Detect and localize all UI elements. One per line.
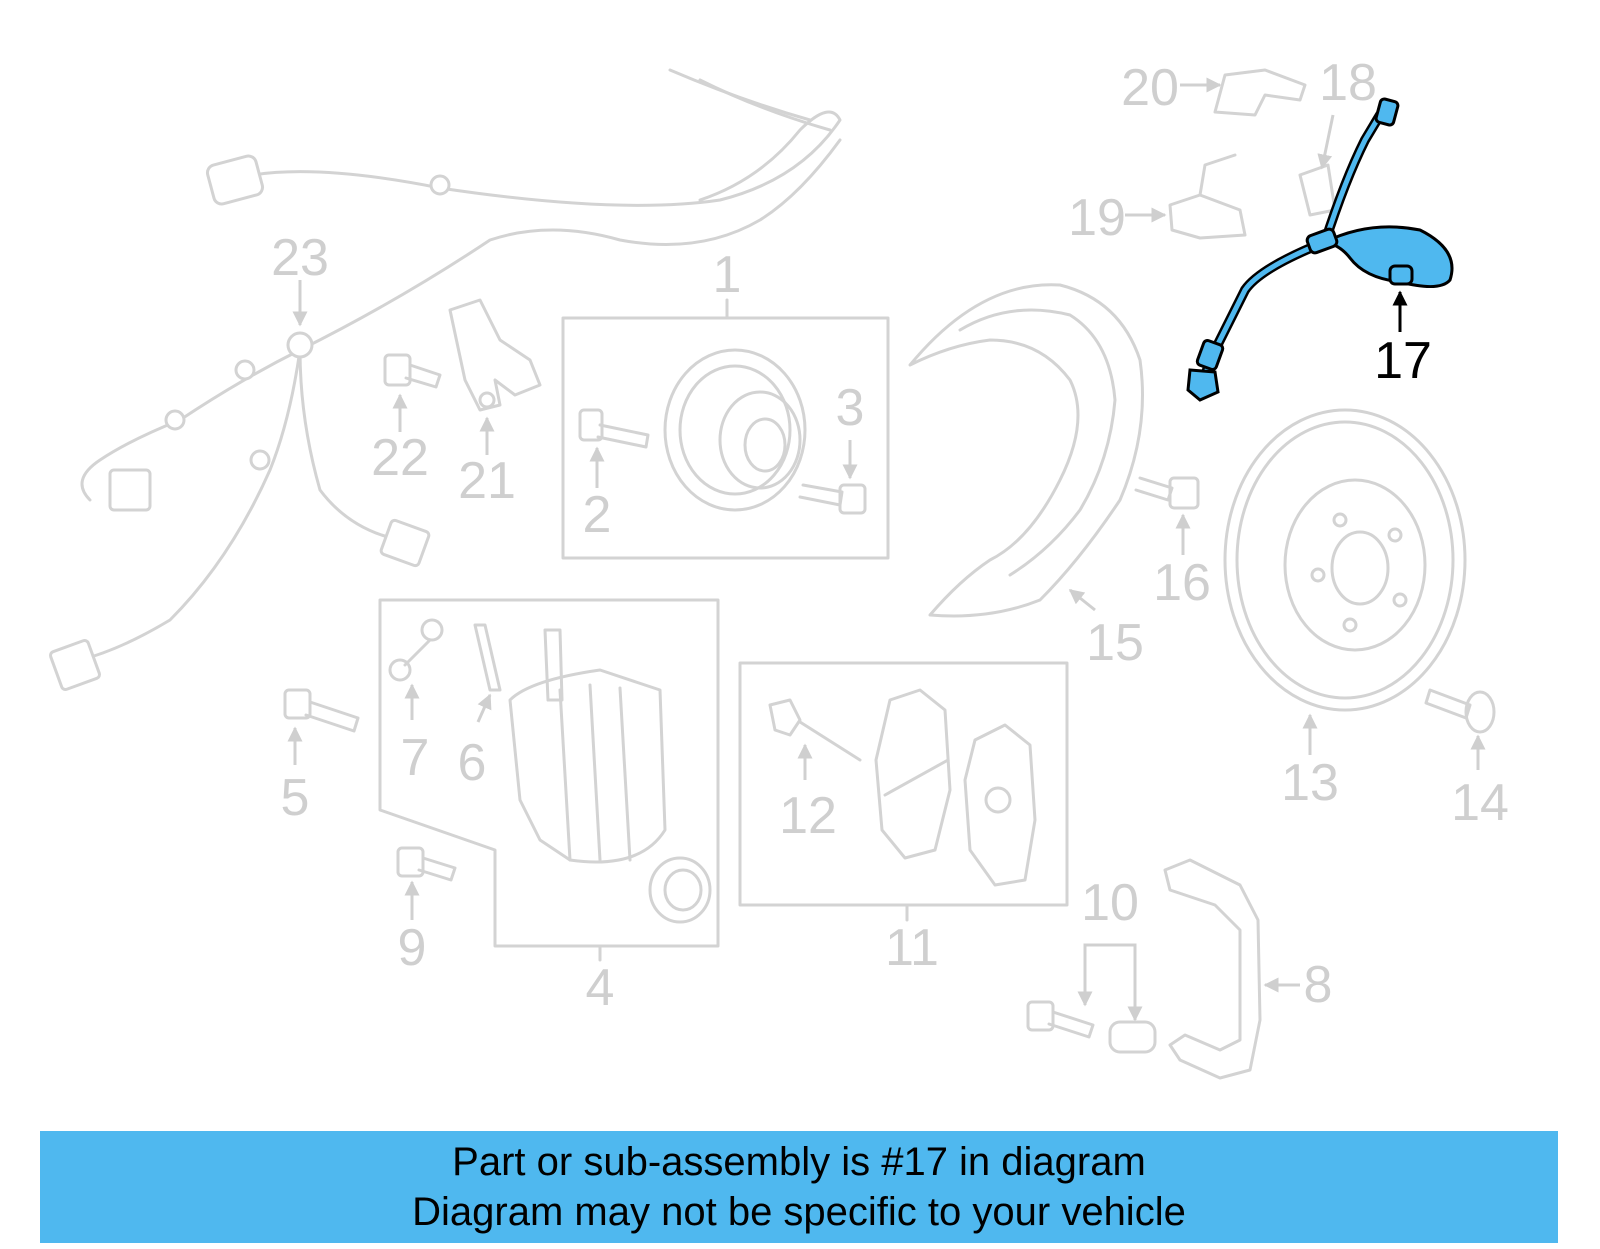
- abs-sensor-part-17-highlighted[interactable]: [1186, 97, 1454, 402]
- callout-1: 1: [713, 246, 742, 304]
- bolts-part-10: [1026, 1000, 1157, 1054]
- clip-part-18: [1298, 163, 1337, 217]
- callout-22: 22: [371, 429, 429, 487]
- callout-20: 20: [1121, 59, 1179, 117]
- callout-15: 15: [1086, 614, 1144, 672]
- callout-5: 5: [281, 769, 310, 827]
- bracket-part-20: [1213, 68, 1307, 117]
- bolt-part-9: [396, 846, 457, 882]
- callout-23: 23: [271, 229, 329, 287]
- callout-11: 11: [885, 919, 939, 977]
- info-banner: Part or sub-assembly is #17 in diagram D…: [40, 1131, 1558, 1243]
- callout-3: 3: [836, 379, 865, 437]
- sensor-part-21: [448, 298, 542, 412]
- banner-line-part-number: Part or sub-assembly is #17 in diagram: [452, 1140, 1146, 1184]
- caliper-group-box-4: [378, 598, 720, 962]
- bolt-part-16: [1134, 476, 1200, 510]
- bracket-part-19: [1168, 153, 1247, 240]
- hub-group-box-1: [561, 298, 890, 560]
- callout-4: 4: [586, 959, 615, 1017]
- callout-7: 7: [401, 729, 430, 787]
- brake-rotor-part-13: [1223, 408, 1467, 712]
- callout-13: 13: [1281, 754, 1339, 812]
- callout-12: 12: [779, 787, 837, 845]
- callout-18: 18: [1319, 54, 1377, 112]
- bolt-part-5: [283, 688, 360, 733]
- brake-pad-group-box-11: [738, 661, 1069, 922]
- callout-19: 19: [1068, 189, 1126, 247]
- callout-labels: 1 2 3 4 5 6 7 8 9 10 11 12 13 14 15 16 1…: [271, 54, 1509, 1017]
- callout-17: 17: [1374, 332, 1432, 390]
- callout-arrows: [287, 77, 1486, 1022]
- screw-part-14: [1424, 688, 1496, 734]
- callout-14: 14: [1451, 774, 1509, 832]
- callout-8: 8: [1304, 956, 1333, 1014]
- callout-6: 6: [458, 734, 487, 792]
- callout-16: 16: [1153, 554, 1211, 612]
- callout-9: 9: [398, 919, 427, 977]
- callout-10: 10: [1081, 874, 1139, 932]
- wiring-harness-part-23: [48, 68, 842, 692]
- caliper-bracket-part-8: [1163, 858, 1262, 1080]
- splash-shield-part-15: [908, 283, 1144, 618]
- bolt-part-22: [383, 353, 442, 389]
- callout-2: 2: [583, 486, 612, 544]
- banner-line-disclaimer: Diagram may not be specific to your vehi…: [412, 1190, 1186, 1234]
- callout-21: 21: [458, 452, 516, 510]
